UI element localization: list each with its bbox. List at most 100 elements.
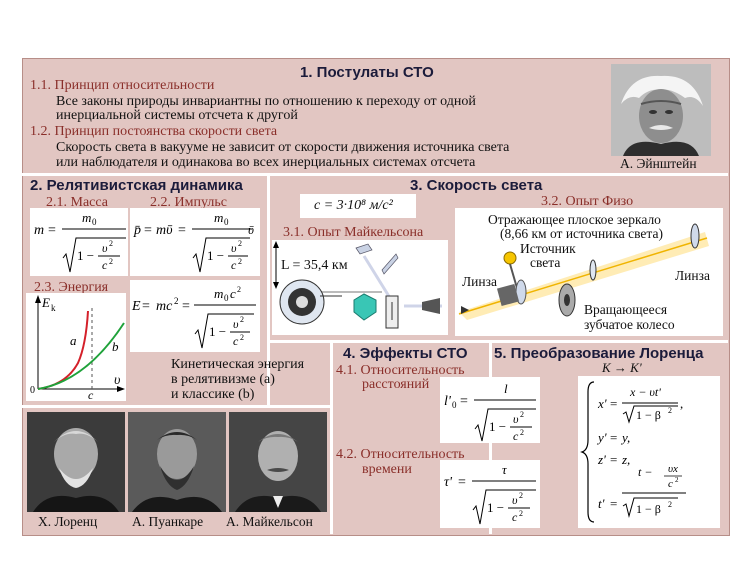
svg-text:c: c [512, 510, 518, 524]
time-formula: τ' = τ 1 − υ 2 c 2 [444, 462, 536, 525]
michelson-portrait [229, 412, 327, 512]
svg-text:ῡ: ῡ [248, 222, 254, 237]
graph-x-label: υ [114, 373, 121, 388]
momentum-title: 2.2. Импульс [150, 195, 227, 210]
svg-text:t': t' [598, 496, 605, 511]
svg-text:z': z' [597, 452, 606, 467]
svg-text:m: m [214, 210, 223, 225]
svg-text:c: c [668, 478, 673, 490]
svg-text:2: 2 [238, 239, 242, 248]
divider-vertical-mid [330, 343, 333, 534]
svg-text:υ: υ [233, 317, 239, 331]
svg-text:2: 2 [237, 285, 241, 294]
kinetic-text-1: Кинетическая энергия [171, 357, 305, 372]
svg-text:c: c [233, 334, 239, 348]
svg-text:=: = [610, 430, 617, 445]
svg-text:c: c [231, 258, 237, 272]
svg-text:2: 2 [668, 406, 672, 415]
svg-text:y,: y, [620, 430, 630, 445]
svg-text:2: 2 [109, 257, 113, 266]
lorentz-formula-panel: x' = x − υt' 1 − β 2 , y' = y, z' = z, t… [578, 376, 720, 528]
lorentz-formula: x' = x − υt' 1 − β 2 , y' = y, z' = z, t… [580, 381, 686, 523]
svg-text:p̄: p̄ [133, 223, 141, 238]
svg-text:m: m [214, 286, 223, 301]
svg-text:=: = [610, 396, 617, 411]
svg-text:2: 2 [240, 333, 244, 342]
svg-text:=: = [182, 299, 190, 314]
energy-title: 2.3. Энергия [34, 280, 109, 295]
svg-text:c: c [230, 286, 236, 301]
length-formula: l' 0 = l 1 − υ 2 c 2 [444, 381, 536, 443]
length-formula-panel: l' 0 = l 1 − υ 2 c 2 [440, 377, 540, 443]
graph-curve-b-label: b [112, 339, 119, 354]
lorentz-kk-label: K → K' [602, 360, 642, 375]
fizeau-diagram [458, 223, 709, 320]
momentum-formula: p̄ = mῡ = m 0 ῡ 1 − υ 2 c 2 [133, 210, 254, 273]
svg-text:=: = [178, 223, 186, 238]
time-formula-panel: τ' = τ 1 − υ 2 c 2 [440, 460, 540, 528]
section2-title: 2. Релятивистская динамика [30, 177, 243, 194]
svg-text:2: 2 [520, 410, 524, 419]
svg-text:=: = [610, 496, 617, 511]
time-relativity-title-1: 4.2. Относительность [336, 447, 465, 462]
divider-horizontal-mid [270, 340, 728, 343]
poincare-caption: А. Пуанкаре [132, 514, 204, 529]
svg-text:2: 2 [675, 476, 679, 484]
svg-text:y': y' [596, 430, 607, 445]
fizeau-diagram-panel [455, 208, 723, 336]
fizeau-mirror-text-2: (8,66 км от источника света) [500, 226, 663, 241]
svg-text:mῡ: mῡ [156, 223, 173, 238]
svg-text:x': x' [597, 396, 607, 411]
divider-horizontal-left [22, 405, 332, 408]
section5-title: 5. Преобразование Лоренца [494, 345, 704, 362]
mass-title: 2.1. Масса [46, 195, 108, 210]
graph-y-sub: k [51, 303, 56, 313]
svg-text:1 − β: 1 − β [636, 502, 661, 516]
svg-text:0: 0 [92, 217, 97, 227]
svg-text:2: 2 [174, 296, 179, 306]
fizeau-lens-right: Линза [675, 268, 710, 283]
mass-formula: m = m 0 1 − υ 2 c 2 [34, 210, 126, 273]
svg-text:υ: υ [231, 241, 237, 255]
energy-graph: E k 0 c a b [30, 295, 125, 402]
svg-text:z,: z, [621, 452, 630, 467]
graph-curve-a-label: a [70, 333, 77, 348]
energy-formula-panel: E = mc 2 = m 0 c 2 1 − υ 2 c 2 [130, 280, 260, 352]
svg-text:1 −: 1 − [487, 500, 504, 515]
section4-title: 4. Эффекты СТО [343, 345, 468, 362]
michelson-diagram-panel [272, 240, 448, 335]
time-relativity-title-2: времени [362, 462, 412, 477]
c-value-box [300, 194, 416, 218]
mass-formula-panel: m = m 0 1 − υ 2 c 2 [30, 208, 128, 276]
fizeau-wheel-text-1: Вращающееся [584, 302, 668, 317]
svg-text:1 −: 1 − [77, 248, 94, 263]
principle-relativity-text-2: инерциальной системы отсчета к другой [56, 108, 298, 123]
svg-text:τ': τ' [444, 475, 453, 490]
energy-formula: E = mc 2 = m 0 c 2 1 − υ 2 c 2 [131, 285, 256, 349]
svg-text:1 − β: 1 − β [636, 408, 661, 422]
svg-text:=: = [460, 394, 468, 409]
section1-title: 1. Постулаты СТО [300, 64, 434, 81]
lorentz-caption: Х. Лоренц [38, 514, 98, 529]
svg-text:υ: υ [513, 412, 519, 426]
lorentz-portrait [27, 412, 125, 512]
svg-text:1 −: 1 − [207, 248, 224, 263]
svg-text:c: c [513, 429, 519, 443]
svg-text:1 −: 1 − [489, 419, 506, 434]
svg-text:=: = [458, 475, 466, 490]
svg-text:t −: t − [638, 465, 652, 479]
svg-text:c: c [102, 258, 108, 272]
svg-text:2: 2 [238, 257, 242, 266]
principle-light-speed-text-1: Скорость света в вакууме не зависит от с… [56, 140, 510, 155]
divider-vertical-left [267, 176, 270, 408]
fizeau-experiment-title: 3.2. Опыт Физо [541, 194, 634, 209]
michelson-diagram [273, 241, 442, 329]
svg-text:mc: mc [156, 299, 173, 314]
svg-text:0: 0 [452, 400, 457, 410]
svg-text:l': l' [444, 394, 452, 409]
kinetic-text-3: и классике (b) [171, 387, 255, 402]
svg-text:υ: υ [102, 241, 108, 255]
principle-relativity-text-1: Все законы природы инвариантны по отноше… [56, 94, 476, 109]
graph-origin: 0 [30, 385, 35, 396]
svg-text:υ: υ [512, 493, 518, 507]
